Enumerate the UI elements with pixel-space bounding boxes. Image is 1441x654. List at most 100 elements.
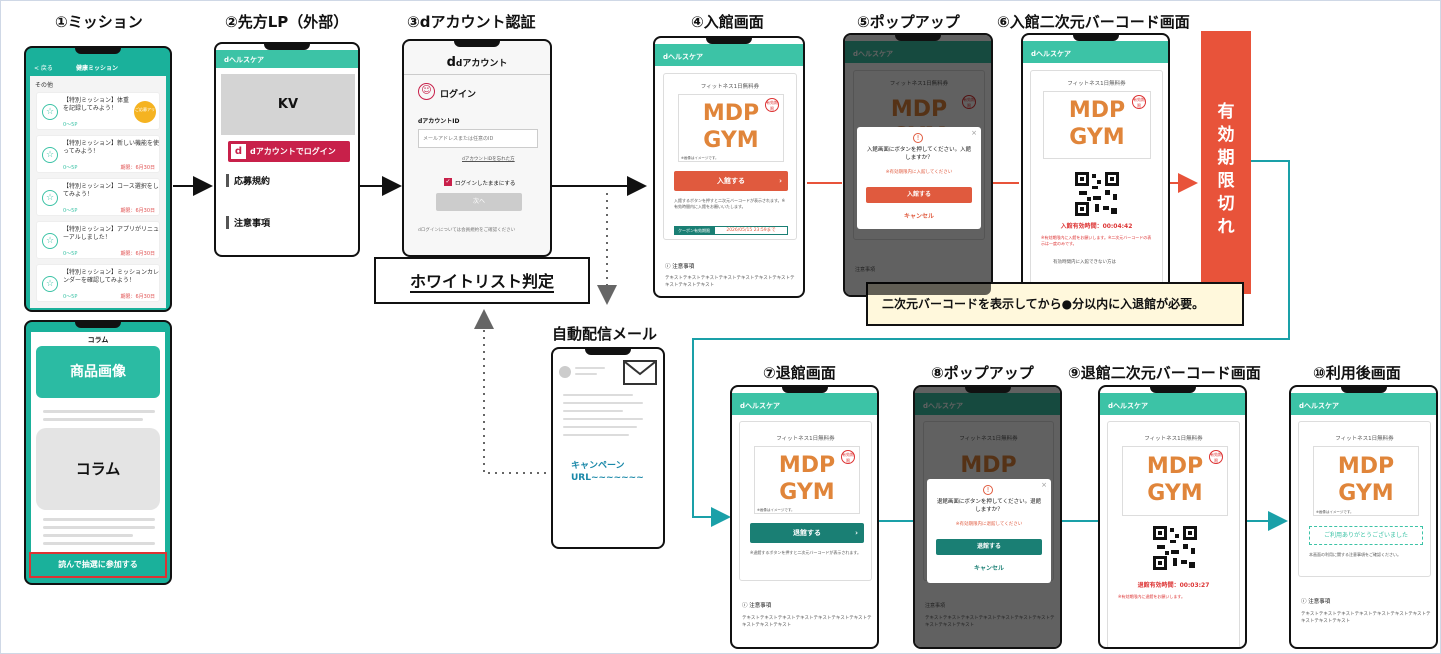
envelope-flap bbox=[624, 361, 656, 376]
text-line bbox=[563, 394, 633, 396]
ticket-name: フィットネス1日無料券 bbox=[776, 436, 835, 442]
badge: ご応募アリ bbox=[134, 101, 156, 123]
mission-points: 0～5P bbox=[63, 165, 78, 171]
notes-body: テキストテキストテキストテキストテキストテキストテキストテキストテキストテキスト bbox=[1301, 612, 1431, 624]
mission-date: 期限：6月30日 bbox=[120, 165, 155, 171]
mission-item[interactable]: ☆ 【特別ミッション】新しい機能を使ってみよう！ 0～5P 期限：6月30日 bbox=[36, 135, 160, 173]
lp-phone: dヘルスケア KV d dアカウントでログイン 応募規約 注意事項 bbox=[214, 42, 360, 257]
mission-item[interactable]: ☆ 【特別ミッション】体重を記録してみよう！ 0～5P ご応募アリ bbox=[36, 92, 160, 130]
arrow-row-wrap bbox=[692, 160, 1290, 527]
join-lottery-button[interactable]: 読んで抽選に参加する bbox=[29, 552, 167, 578]
close-icon[interactable]: × bbox=[971, 129, 977, 137]
brand-logo: dヘルスケア bbox=[663, 53, 704, 61]
mission-item-text: 【特別ミッション】体重を記録してみよう！ bbox=[63, 97, 130, 112]
text-line bbox=[563, 418, 643, 420]
confirm-enter-button[interactable]: 入館する bbox=[866, 187, 972, 203]
enter-button[interactable]: 入館する › bbox=[674, 171, 788, 191]
mission-date: 期限：6月30日 bbox=[120, 208, 155, 214]
keep-login-checkbox[interactable]: ✓ bbox=[444, 178, 452, 186]
notes-title: ⓘ 注意事項 bbox=[1301, 599, 1331, 605]
enter-button-label: 入館する bbox=[717, 177, 745, 185]
exit-button-label: 退館する bbox=[793, 529, 821, 537]
text-line bbox=[43, 418, 143, 421]
phone-notch bbox=[964, 387, 1011, 393]
id-label: dアカウントID bbox=[418, 118, 460, 125]
mission-item-text: 【特別ミッション】アプリがリニューアルしました！ bbox=[63, 226, 160, 241]
whitelist-box: ホワイトリスト判定 bbox=[374, 257, 590, 304]
cancel-button[interactable]: キャンセル bbox=[903, 213, 934, 220]
step10-title: ⑩利用後画面 bbox=[1313, 364, 1401, 382]
next-button[interactable]: 次へ bbox=[436, 193, 522, 211]
logo-line1: MDP bbox=[702, 101, 760, 126]
campaign-link[interactable]: キャンペーン URL~~~~~~~ bbox=[571, 460, 644, 484]
exit-confirm-modal: × ! 退館画面にボタンを押してください。退館しますか？ ※有効期限内に退館して… bbox=[927, 479, 1051, 583]
ticket-name: フィットネス1日無料券 bbox=[1144, 436, 1203, 442]
text-line bbox=[563, 402, 643, 404]
logo-line2: GYM bbox=[1069, 125, 1125, 150]
validity-stamp: 有効期限 bbox=[841, 450, 855, 464]
entry-footer: 有効時間内に入館できない方は bbox=[1053, 260, 1116, 265]
d-login-label: dアカウントでログイン bbox=[250, 147, 336, 156]
exit-button[interactable]: 退館する› bbox=[750, 523, 864, 543]
dauth-footer: dログインについては会員規約をご確認ください bbox=[418, 228, 516, 233]
text-line bbox=[43, 410, 155, 413]
validity-stamp: 有効期限 bbox=[1132, 95, 1146, 109]
entry-valid-time: 入館有効時間：00:04:42 bbox=[1060, 223, 1133, 230]
chevron-right-icon: › bbox=[779, 177, 782, 185]
phone-notch bbox=[1340, 387, 1387, 393]
star-icon: ☆ bbox=[42, 276, 58, 292]
mission-item[interactable]: ☆ 【特別ミッション】ミッションカレンダーを確認してみよう！ 0～5P 期限：6… bbox=[36, 264, 160, 302]
cancel-button[interactable]: キャンセル bbox=[973, 565, 1004, 572]
mission-points: 0～5P bbox=[63, 208, 78, 214]
qr-code-icon bbox=[1153, 526, 1197, 570]
brand-logo: dヘルスケア bbox=[1299, 402, 1340, 410]
d-login-button[interactable]: d dアカウントでログイン bbox=[228, 141, 350, 162]
id-input[interactable] bbox=[418, 129, 538, 148]
mission-header-title: 健康ミッション bbox=[76, 65, 119, 72]
logo-line2: GYM bbox=[779, 480, 835, 505]
phone-notch bbox=[1149, 387, 1196, 393]
exit-valid-time: 退館有効時間：00:03:27 bbox=[1137, 582, 1210, 589]
enter-desc: 入館するボタンを押すと二次元バーコードが表示されます。※有効時間内に入館をお願い… bbox=[674, 198, 785, 209]
keep-login-label: ログインしたままにする bbox=[455, 181, 516, 187]
mission-item[interactable]: ☆ 【特別ミッション】アプリがリニューアルしました！ 0～5P 期限：6月30日 bbox=[36, 221, 160, 259]
mission-points: 0～5P bbox=[63, 251, 78, 257]
brand-logo: dヘルスケア bbox=[1108, 402, 1149, 410]
logo-line2: GYM bbox=[1338, 481, 1394, 506]
close-icon[interactable]: × bbox=[1041, 481, 1047, 489]
text-line bbox=[43, 542, 155, 545]
phone-notch bbox=[264, 44, 310, 50]
after-header: dヘルスケア bbox=[1291, 393, 1436, 415]
terms-heading: 応募規約 bbox=[226, 174, 270, 187]
confirm-exit-button[interactable]: 退館する bbox=[936, 539, 1042, 555]
mission-item[interactable]: ☆ 【特別ミッション】コース選択をしてみよう！ 0～5P 期限：6月30日 bbox=[36, 178, 160, 216]
phone-notch bbox=[75, 322, 121, 328]
text-line bbox=[563, 426, 637, 428]
text-line bbox=[43, 534, 133, 537]
mission-item-text: 【特別ミッション】新しい機能を使ってみよう！ bbox=[63, 140, 160, 155]
dauth-logo: ddアカウント bbox=[446, 55, 508, 70]
notes-heading: 注意事項 bbox=[226, 216, 270, 229]
dotted-mail-to-whitelist bbox=[474, 309, 567, 474]
text-line bbox=[43, 526, 155, 529]
popup-warning: ※有効期限内に退館してください bbox=[955, 522, 1023, 527]
step9-title: ⑨退館二次元バーコード画面 bbox=[1068, 364, 1261, 382]
phone-notch bbox=[454, 41, 500, 47]
back-button[interactable]: < 戻る bbox=[34, 65, 53, 72]
dauth-logo-text: dアカウント bbox=[455, 59, 508, 69]
forgot-id-link[interactable]: dアカウントIDを忘れた方 bbox=[462, 157, 515, 162]
phone-notch bbox=[781, 387, 828, 393]
expired-block: 有効期限切れ bbox=[1201, 31, 1251, 294]
logo-line1: MDP bbox=[1146, 454, 1204, 479]
phone-notch bbox=[75, 48, 121, 54]
after-note: 本画面の利用に関する注意事項をご確認ください。 bbox=[1309, 552, 1401, 557]
phone-notch bbox=[585, 349, 631, 355]
